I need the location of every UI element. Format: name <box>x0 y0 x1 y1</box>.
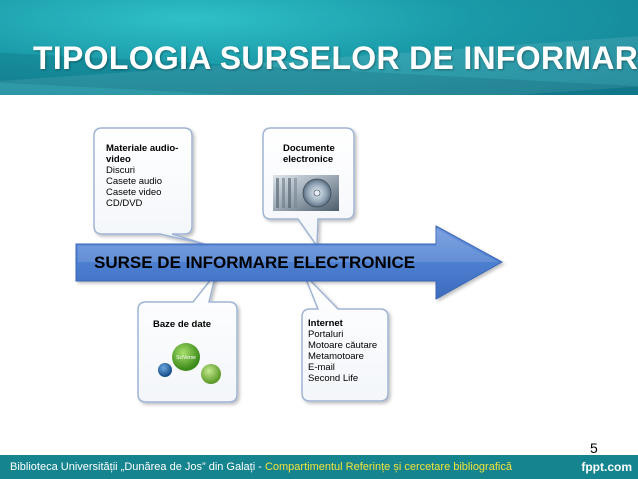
sciverse-logo: SciVerse <box>158 343 221 384</box>
callout-audio-video <box>93 127 205 245</box>
callout-documents-text: Documente electronice <box>283 143 335 165</box>
internet-title: Internet <box>308 318 343 329</box>
slide-title: TIPOLOGIA SURSELOR DE INFORMARE <box>33 40 638 76</box>
internet-item: Metamotoare <box>308 351 364 362</box>
audio-video-item: CD/DVD <box>106 198 143 209</box>
slide-header <box>0 0 638 95</box>
internet-item: E-mail <box>308 362 335 373</box>
callout-internet-text: Internet Portaluri Motoare căutare Metam… <box>308 318 377 384</box>
documents-image <box>273 175 339 211</box>
internet-item: Second Life <box>308 373 359 384</box>
databases-title: Baze de date <box>153 319 212 330</box>
callout-audio-video-text: Materiale audio- video Discuri Casete au… <box>106 143 178 209</box>
sciverse-logo-label: SciVerse <box>176 355 196 361</box>
callout-databases-text: Baze de date <box>153 319 211 330</box>
page-number: 5 <box>590 440 598 456</box>
internet-item: Motoare căutare <box>308 340 378 351</box>
audio-video-item: Casete audio <box>106 176 162 187</box>
documents-title-2: electronice <box>283 154 334 165</box>
audio-video-title-2: video <box>106 154 131 165</box>
footer-text-prefix: Biblioteca Universității „Dunărea de Jos… <box>10 461 265 473</box>
audio-video-title-1: Materiale audio- <box>106 143 179 154</box>
audio-video-item: Discuri <box>106 165 136 176</box>
callout-internet <box>301 273 389 402</box>
footer-text-highlight: Compartimentul Referințe și cercetare bi… <box>264 461 512 473</box>
callout-databases <box>137 272 238 403</box>
footer-text: Biblioteca Universității „Dunărea de Jos… <box>10 461 512 473</box>
slide-footer: Biblioteca Universității „Dunărea de Jos… <box>0 455 638 479</box>
footer-brand: fppt.com <box>581 460 632 474</box>
main-arrow <box>75 225 504 300</box>
arrow-label: SURSE DE INFORMARE ELECTRONICE <box>94 253 416 272</box>
internet-item: Portaluri <box>308 329 344 340</box>
main-arrow-highlight <box>78 229 498 262</box>
audio-video-item: Casete video <box>106 187 162 198</box>
documents-title-1: Documente <box>283 143 335 154</box>
